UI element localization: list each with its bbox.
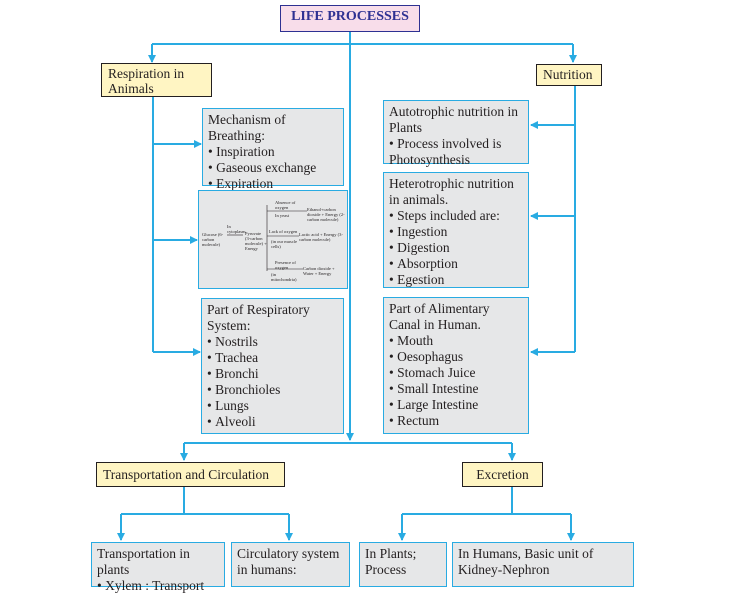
pathway-absence-oxygen: Absence of oxygen (275, 200, 296, 210)
list-item: Lungs (207, 398, 338, 414)
list-item: Steps included are: (389, 208, 523, 224)
autotrophic-title: Autotrophic nutrition in Plants (389, 104, 518, 135)
list-item: Bronchi (207, 366, 338, 382)
list-item: Bronchioles (207, 382, 338, 398)
pathway-muscle-cells: (in our muscle cells) (271, 239, 297, 249)
page-title: LIFE PROCESSES (280, 5, 420, 32)
list-item: Gaseous exchange (208, 160, 338, 176)
alimentary-canal-box: Part of Alimentary Canal in Human. Mouth… (383, 297, 529, 434)
list-item: Ingestion (389, 224, 523, 240)
excretion-humans-box: In Humans, Basic unit of Kidney-Nephron (452, 542, 634, 587)
list-item: Rectum (389, 413, 523, 429)
mechanism-of-breathing-box: Mechanism of Breathing: Inspiration Gase… (202, 108, 344, 191)
excretion-humans-title: In Humans, Basic unit of Kidney-Nephron (458, 546, 594, 577)
pathway-presence-oxygen: Presence of oxygen (275, 260, 296, 270)
pathway-glucose: Glucose (6-carbon molecule) (202, 232, 224, 247)
list-item: Digestion (389, 240, 523, 256)
heterotrophic-title: Heterotrophic nutrition in animals. (389, 176, 514, 207)
excretion-plants-title: In Plants; Process (365, 546, 417, 577)
respiration-heading: Respiration in Animals (101, 63, 212, 97)
pathway-in-cytoplasm: In cytoplasm (227, 224, 246, 234)
pathway-pyruvate: Pyruvate (3-carbon molecule) + Energy (245, 231, 267, 251)
excretion-plants-box: In Plants; Process (359, 542, 447, 587)
list-item: Alveoli (207, 414, 338, 430)
heterotrophic-box: Heterotrophic nutrition in animals. Step… (383, 172, 529, 288)
pathway-arrows (227, 205, 307, 271)
transport-plants-box: Transportation in plants Xylem : Transpo… (91, 542, 225, 593)
respiration-pathway-box: In cytoplasm Glucose (6-carbon molecule)… (198, 190, 348, 289)
list-item: Egestion (389, 272, 523, 288)
excretion-heading: Excretion (462, 462, 543, 487)
respiratory-system-box: Part of Respiratory System: Nostrils Tra… (201, 298, 344, 434)
list-item: Process involved is Photosynthesis (389, 136, 523, 168)
alimentary-title: Part of Alimentary Canal in Human. (389, 301, 490, 332)
list-item: Nostrils (207, 334, 338, 350)
mechanism-title: Mechanism of Breathing: (208, 112, 286, 143)
list-item: Absorption (389, 256, 523, 272)
pathway-lack-oxygen: Lack of oxygen (269, 229, 298, 234)
pathway-mitochondria: (in mitochondria) (271, 272, 297, 282)
transport-heading: Transportation and Circulation (96, 462, 285, 487)
list-item: Small Intestine (389, 381, 523, 397)
list-item: Inspiration (208, 144, 338, 160)
respiratory-title: Part of Respiratory System: (207, 302, 310, 333)
connector-lines (117, 32, 577, 541)
pathway-in-yeast: In yeast (275, 213, 290, 218)
pathway-ethanol: Ethanol+carbon dioxide + Energy (2-carbo… (307, 207, 345, 222)
list-item: Oesophagus (389, 349, 523, 365)
pathway-co2: Carbon dioxide + Water + Energy (303, 266, 335, 276)
autotrophic-box: Autotrophic nutrition in Plants Process … (383, 100, 529, 167)
list-item: Large Intestine (389, 397, 523, 413)
list-item: Expiration (208, 176, 338, 192)
list-item: Stomach Juice (389, 365, 523, 381)
list-item: Trachea (207, 350, 338, 366)
nutrition-heading: Nutrition (536, 64, 602, 86)
list-item: Mouth (389, 333, 523, 349)
pathway-lactic: Lactic acid + Energy (3-carbon molecule) (299, 232, 343, 242)
transport-plants-title: Transportation in plants (97, 546, 190, 577)
list-item: Xylem : Transport (97, 578, 219, 594)
circulatory-title: Circulatory system in humans: (237, 546, 340, 577)
circulatory-box: Circulatory system in humans: (231, 542, 350, 587)
